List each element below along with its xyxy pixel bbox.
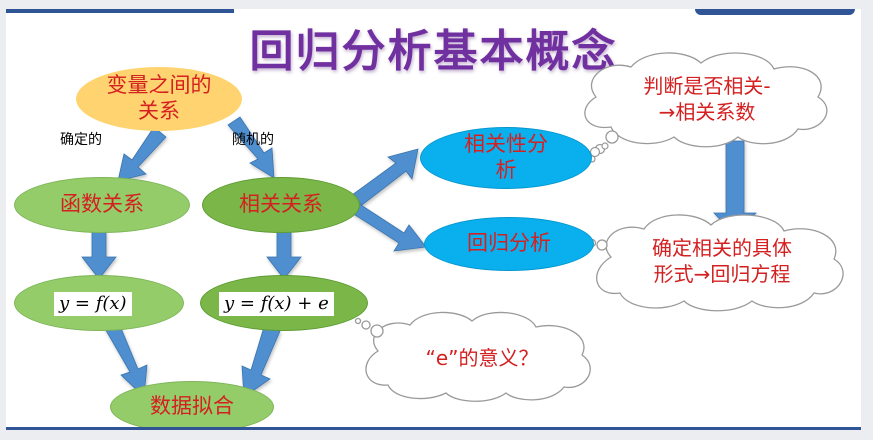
cloud-meaning-e-text: “e”的意义？ bbox=[425, 346, 539, 370]
cloud-determine-text: 确定相关的具体 形式→回归方程 bbox=[652, 236, 792, 286]
arrow-to-regression-analysis bbox=[351, 202, 427, 252]
node-correlation-relation: 相关关系 bbox=[202, 177, 360, 233]
cloud-judge-text: 判断是否相关- →相关系数 bbox=[643, 74, 771, 124]
node-regression-analysis: 回归分析 bbox=[424, 217, 594, 271]
arrow-to-correlation bbox=[227, 116, 275, 179]
cloud-judge bbox=[584, 52, 828, 163]
node-correlation-analysis-label: 相关性分 析 bbox=[464, 132, 548, 182]
node-functional-relation-label: 函数关系 bbox=[60, 192, 144, 217]
arrow-to-correlation-analysis bbox=[351, 148, 419, 206]
node-data-fitting: 数据拟合 bbox=[110, 381, 274, 430]
formula-functional: y = f(x) bbox=[54, 292, 132, 316]
top-accent-bar-left bbox=[6, 9, 234, 13]
node-data-fitting-label: 数据拟合 bbox=[150, 394, 234, 419]
bottom-accent-bar bbox=[6, 427, 861, 430]
arrow-to-functional bbox=[117, 126, 167, 182]
cloud-meaning-e bbox=[354, 311, 591, 402]
node-correlation-analysis: 相关性分 析 bbox=[420, 127, 592, 189]
node-functional-relation: 函数关系 bbox=[14, 177, 190, 233]
node-variables-relation-label: 变量之间的 关系 bbox=[106, 73, 212, 123]
top-accent-bar-right bbox=[695, 9, 855, 15]
node-regression-analysis-label: 回归分析 bbox=[467, 231, 551, 256]
node-variables-relation: 变量之间的 关系 bbox=[76, 67, 242, 131]
slide-canvas: 回归分析基本概念 bbox=[6, 9, 861, 430]
arrow-formula-to-fitting-right bbox=[241, 326, 281, 398]
formula-correlation: y = f(x) + e bbox=[219, 292, 334, 316]
arrow-correlation-to-formula bbox=[266, 230, 302, 280]
arrow-functional-to-formula bbox=[81, 230, 117, 280]
thought-dots bbox=[589, 142, 609, 158]
node-correlation-relation-label: 相关关系 bbox=[239, 192, 323, 217]
page-title: 回归分析基本概念 bbox=[249, 26, 618, 77]
edge-label-deterministic: 确定的 bbox=[60, 132, 102, 148]
edge-label-random: 随机的 bbox=[232, 132, 274, 148]
diagram-connectors bbox=[81, 52, 844, 402]
